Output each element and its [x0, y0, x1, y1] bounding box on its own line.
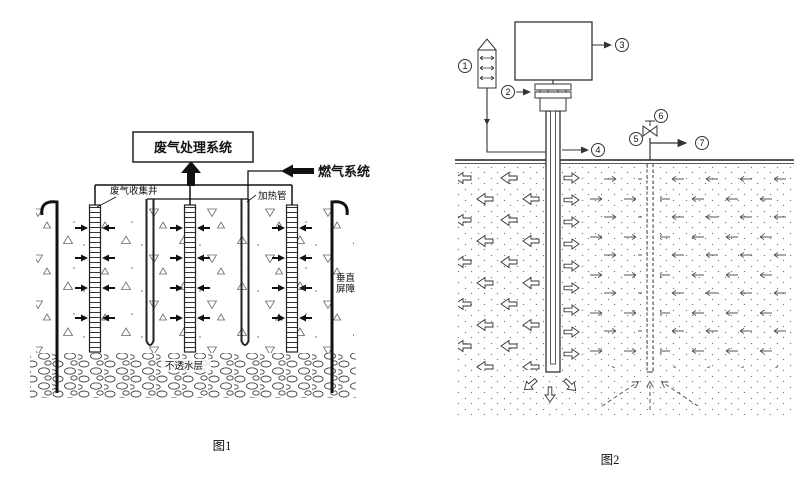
valve-icon — [642, 125, 651, 137]
callouts: 1 2 3 4 5 6 7 — [458, 38, 709, 157]
gas-system-label: 燃气系统 — [318, 164, 370, 179]
impermeable-layer-label: 不透水层 — [165, 360, 203, 372]
heating-tube-leader — [246, 194, 257, 203]
vertical-barrier-left — [40, 200, 59, 393]
collection-well-leader — [96, 196, 117, 208]
vertical-barrier-label: 屏障 — [336, 283, 356, 295]
inward-flow-arrows-right — [660, 172, 786, 368]
flow-arrows-to-extraction — [588, 172, 642, 368]
collection-well-label: 废气收集井 — [110, 185, 158, 197]
figure1-caption: 图1 — [213, 439, 232, 453]
gas-manifold — [147, 170, 282, 200]
callout-2: 2 — [501, 85, 515, 99]
vertical-barrier-label: 垂直 — [336, 272, 356, 284]
callout-7: 7 — [695, 136, 709, 150]
ground-surface — [455, 159, 794, 164]
impermeable-label-bg — [161, 359, 211, 372]
heating-tube — [240, 199, 250, 346]
callout-1: 1 — [458, 59, 472, 73]
waste-gas-up-arrow — [181, 161, 201, 186]
vertical-barrier-right — [330, 200, 349, 393]
dashed-flow-arrows — [601, 382, 699, 410]
heating-tube — [145, 199, 155, 346]
treatment-box — [132, 131, 254, 163]
callout-4: 4 — [591, 143, 605, 157]
svg-text:5: 5 — [633, 134, 638, 144]
callout-6: 6 — [654, 109, 668, 123]
wellhead-assembly — [534, 80, 572, 112]
svg-text:6: 6 — [658, 111, 663, 121]
collection-well — [183, 204, 197, 353]
svg-text:4: 4 — [595, 145, 600, 155]
figure2-diagram: 1 2 3 4 5 6 7 图2 — [455, 21, 794, 467]
heating-well — [545, 110, 561, 373]
filter-canister — [476, 38, 546, 153]
figure1-diagram: 废气处理系统 燃气系统 废气收集井 加热管 垂直 屏障 不透水层 图1 — [30, 131, 370, 453]
gas-system-arrow — [281, 164, 314, 178]
equipment-box — [514, 21, 593, 81]
valve-icon — [649, 125, 658, 137]
extraction-well — [646, 164, 654, 373]
outward-flow-arrows-column — [563, 172, 580, 360]
extraction-wellhead — [642, 120, 688, 160]
collection-well — [285, 204, 299, 353]
svg-text:7: 7 — [699, 138, 704, 148]
svg-text:2: 2 — [505, 87, 510, 97]
callout-5: 5 — [629, 132, 643, 146]
svg-text:1: 1 — [462, 61, 467, 71]
treatment-box-label: 废气处理系统 — [154, 140, 232, 155]
figure2-caption: 图2 — [601, 453, 620, 467]
outward-flow-arrows-left — [458, 170, 542, 370]
collection-well — [88, 204, 102, 353]
svg-text:3: 3 — [619, 40, 624, 50]
callout-3: 3 — [615, 38, 629, 52]
heating-tube-label: 加热管 — [258, 190, 287, 202]
